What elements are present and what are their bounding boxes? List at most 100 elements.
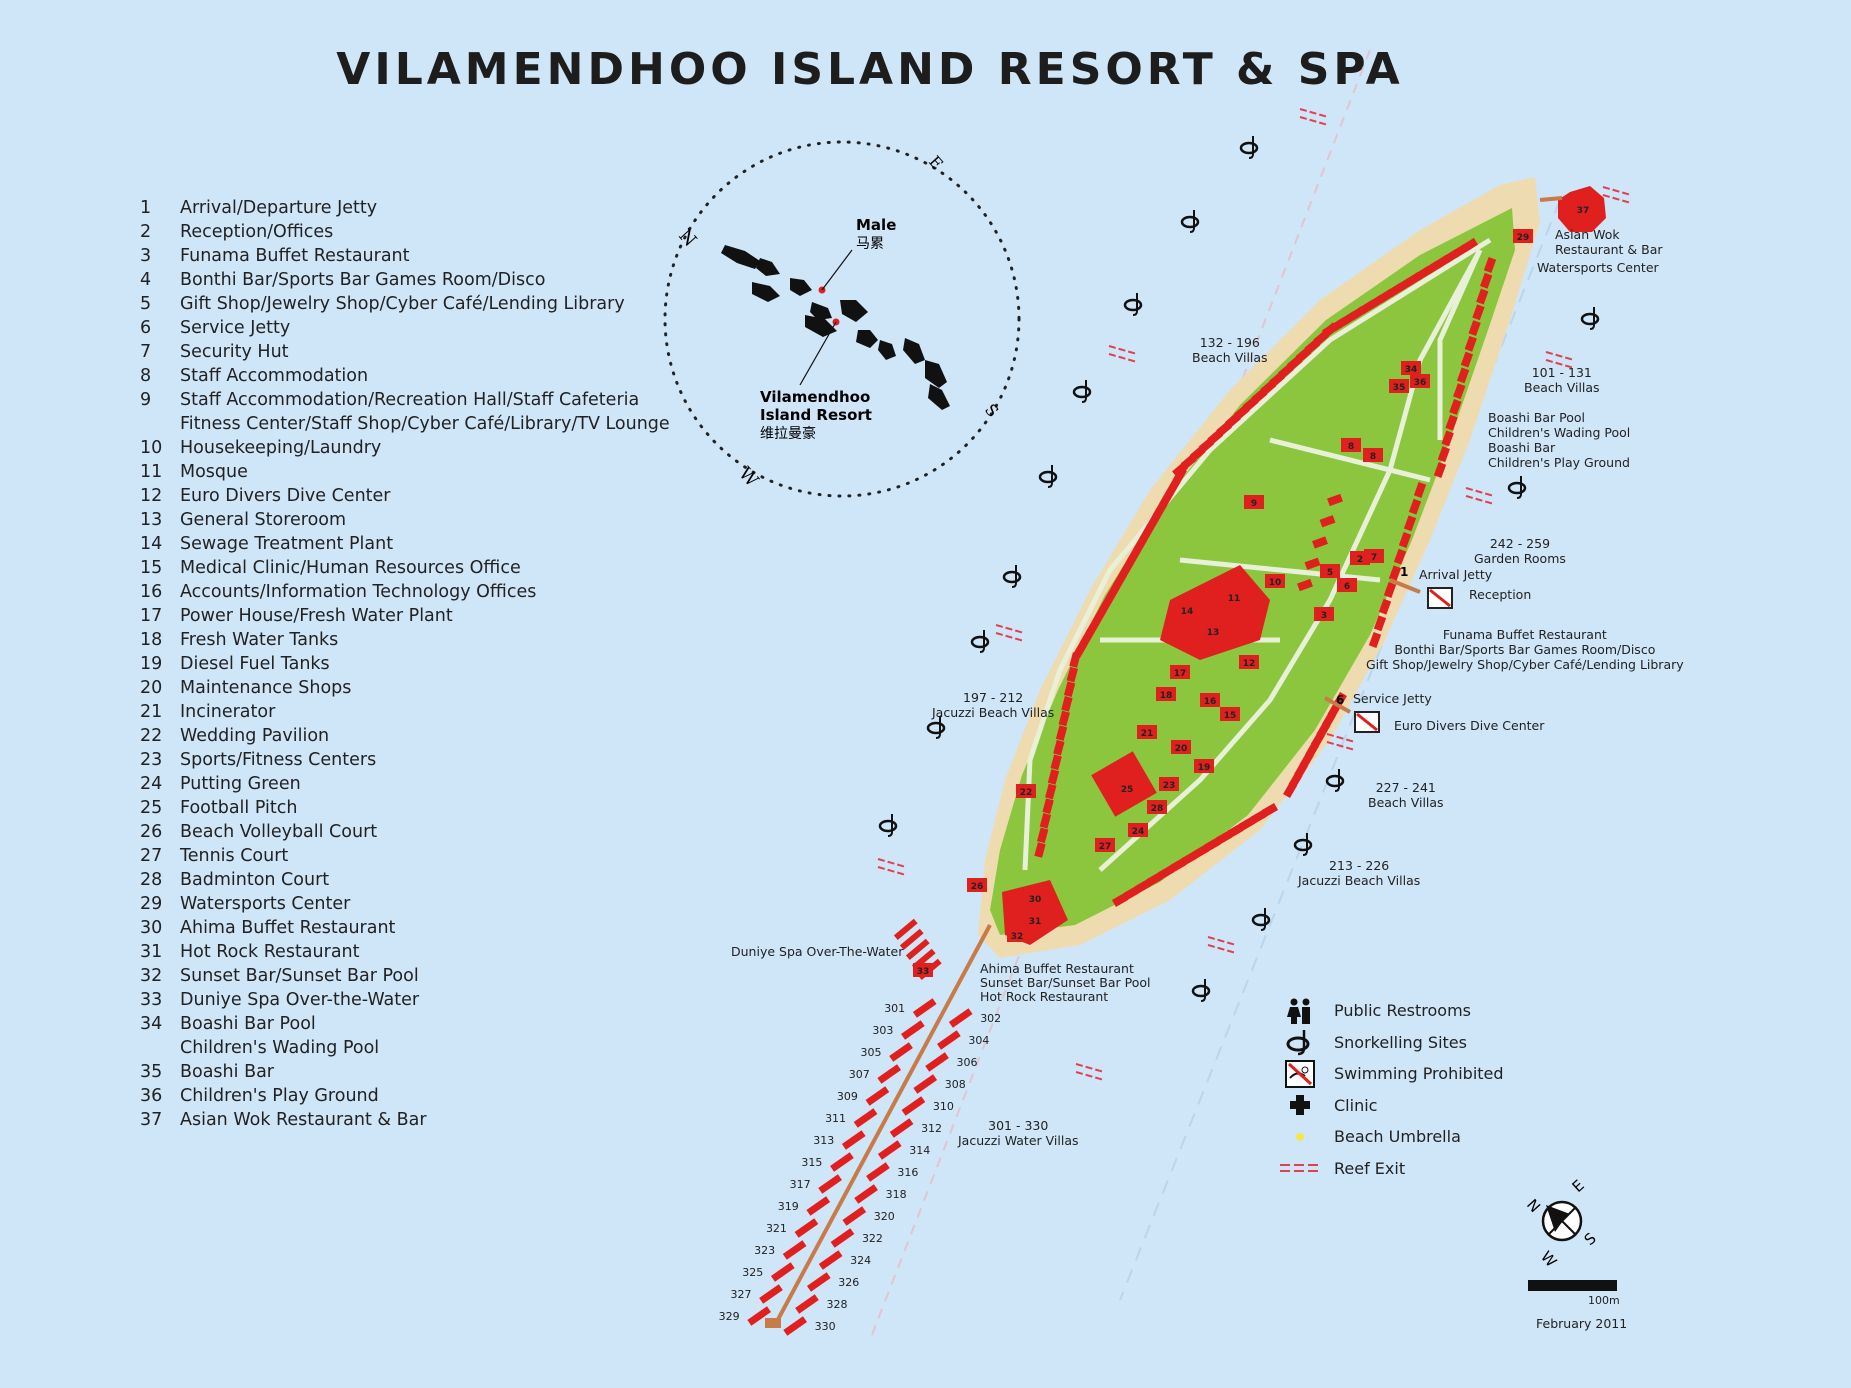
- villa: [1468, 320, 1481, 337]
- key-label: Funama Buffet Restaurant: [180, 246, 410, 266]
- label-line: 101 - 131: [1531, 365, 1592, 380]
- facility-marker-number: 7: [1371, 553, 1377, 563]
- water-villa-number: 325: [742, 1266, 763, 1279]
- water-villa-number: 306: [957, 1056, 978, 1069]
- facility-marker-number: 26: [971, 882, 984, 892]
- legend-label: Clinic: [1334, 1095, 1378, 1115]
- facility-building: [1159, 777, 1179, 791]
- water-villa: [853, 1108, 878, 1128]
- map-date: February 2011: [1536, 1316, 1628, 1331]
- key-label: Euro Divers Dive Center: [180, 486, 391, 506]
- villa: [1045, 783, 1057, 800]
- water-villa: [806, 1196, 831, 1216]
- villa: [1215, 830, 1232, 845]
- key-label: Security Hut: [180, 342, 289, 362]
- key-number: 26: [140, 822, 163, 842]
- facility-marker-number: 34: [1405, 365, 1418, 375]
- facility-marker-boxes: [913, 229, 1533, 977]
- key-label: Service Jetty: [180, 318, 291, 338]
- villa: [1166, 478, 1181, 495]
- key-number: 25: [140, 798, 163, 818]
- snorkel-icon: [1038, 465, 1058, 488]
- clinic-cross-icon: [1270, 1094, 1330, 1116]
- facility-marker-number: 18: [1160, 691, 1173, 701]
- water-villa-number: 309: [837, 1090, 858, 1103]
- villa: [1437, 446, 1450, 463]
- reef-exit-icon: [1108, 345, 1138, 363]
- villa: [1449, 398, 1462, 415]
- key-label: Bonthi Bar/Sports Bar Games Room/Disco: [180, 270, 546, 290]
- water-villa: [901, 1096, 926, 1116]
- facility-building: [1320, 564, 1340, 578]
- facility-building: [1095, 838, 1115, 852]
- water-villa-number: 320: [874, 1210, 895, 1223]
- key-number: 23: [140, 750, 163, 770]
- water-villa: [948, 1008, 973, 1028]
- boashi-line: Children's Play Ground: [1488, 455, 1630, 470]
- facility-marker-number: 6: [1344, 582, 1350, 592]
- facility-building: [1177, 603, 1197, 617]
- water-villa: [841, 1130, 866, 1150]
- facility-building: [1239, 655, 1259, 669]
- key-label: Gift Shop/Jewelry Shop/Cyber Café/Lendin…: [180, 294, 625, 314]
- water-villa: [830, 1228, 855, 1248]
- facility-marker-number: 27: [1099, 842, 1112, 852]
- key-label: Wedding Pavilion: [180, 726, 330, 746]
- reef-exit-icon: [1299, 108, 1329, 126]
- facility-building: [1170, 665, 1190, 679]
- spa-villa: [899, 928, 924, 951]
- water-villa-number: 308: [945, 1078, 966, 1091]
- atoll-silhouettes: [721, 245, 950, 410]
- facility-building: [1389, 379, 1409, 393]
- facility-marker-number: 19: [1198, 763, 1211, 773]
- villa: [1079, 630, 1094, 647]
- asian-wok-jetty: [1539, 196, 1563, 202]
- villa: [1053, 739, 1065, 756]
- villa: [1204, 837, 1221, 852]
- water-villa: [759, 1284, 783, 1304]
- villa: [1099, 595, 1114, 612]
- snorkel-icon: [1072, 380, 1092, 403]
- villa: [1283, 781, 1297, 799]
- water-villa: [794, 1218, 819, 1238]
- key-label: Putting Green: [180, 774, 301, 794]
- locator-inset: Male 马累 Vilamendhoo Island Resort 维拉曼豪 N…: [663, 140, 1021, 498]
- villa: [1297, 578, 1313, 592]
- facility-marker-number: 10: [1269, 578, 1282, 588]
- inset-resort-label: Vilamendhoo: [760, 388, 870, 406]
- water-villa: [877, 1064, 902, 1084]
- water-villa-number: 305: [861, 1046, 882, 1059]
- facility-building: [1337, 578, 1357, 592]
- reef-exit-icon: [1270, 1162, 1330, 1174]
- facility-building: [1194, 759, 1214, 773]
- facility-marker-number: 36: [1414, 378, 1427, 388]
- water-villa-number: 326: [838, 1276, 859, 1289]
- key-label: Arrival/Departure Jetty: [180, 198, 378, 218]
- key-number: 37: [140, 1110, 163, 1130]
- inset-male-label: Male: [856, 216, 896, 234]
- facility-marker-number: 5: [1327, 568, 1333, 578]
- facility-building: [1314, 607, 1334, 621]
- legend-label: Beach Umbrella: [1334, 1127, 1461, 1147]
- label-euro-divers: Euro Divers Dive Center: [1394, 718, 1545, 733]
- reef-exit-icon: [877, 858, 907, 876]
- snorkel-icon: [1191, 979, 1211, 1002]
- villa: [1039, 812, 1052, 829]
- reef-exit-icon: [1207, 936, 1237, 954]
- water-villa-number: 330: [815, 1320, 836, 1333]
- facility-marker-number: 8: [1370, 452, 1376, 462]
